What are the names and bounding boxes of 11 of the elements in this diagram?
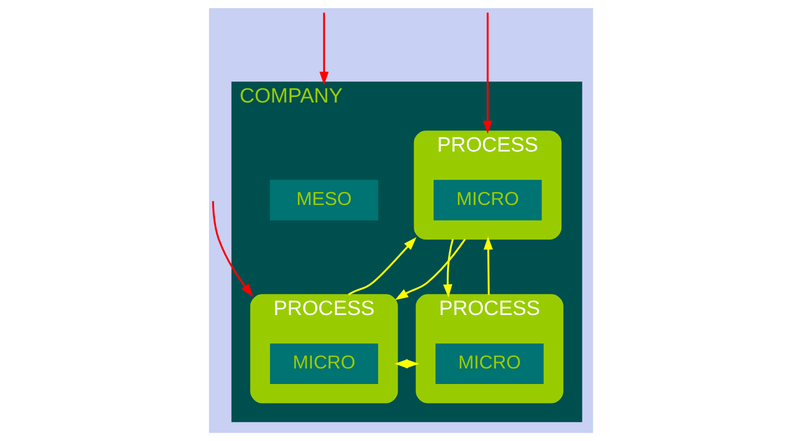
node-box: MESO xyxy=(270,180,378,220)
arrow xyxy=(319,12,329,85)
arrow xyxy=(394,238,466,300)
arrow xyxy=(483,12,492,134)
node-box: MICRO xyxy=(434,180,542,220)
node-box: MICRO xyxy=(270,344,378,384)
node-box: MICRO xyxy=(436,344,544,384)
arrow xyxy=(212,201,254,297)
arrow xyxy=(443,238,454,298)
arrow xyxy=(348,237,416,296)
arrow xyxy=(484,236,493,295)
